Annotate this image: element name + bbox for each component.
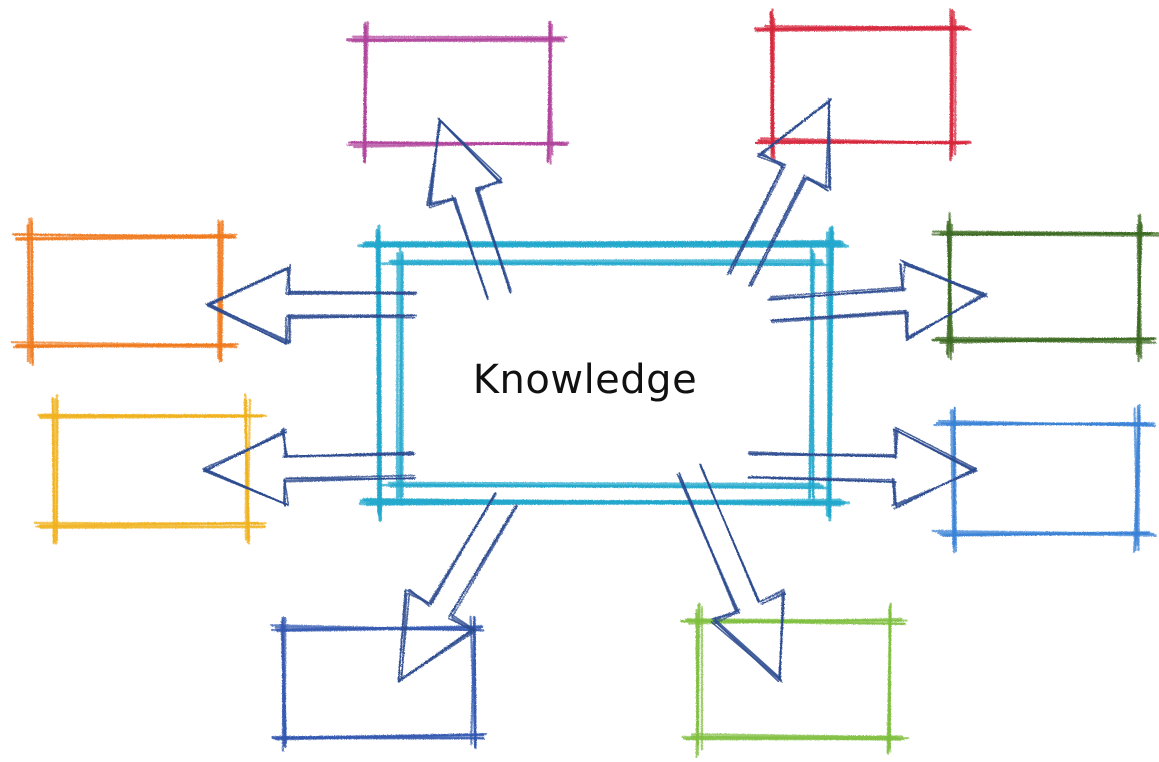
node-box-lower-left [35,394,266,543]
node-box-bottom-left [271,617,486,751]
center-label: Knowledge [420,357,750,403]
arrow-to-mid-left [206,265,416,344]
node-box-lower-right [933,405,1156,552]
arrow-to-lower-right [748,428,977,509]
arrow-to-bottom-left [398,493,517,682]
arrow-to-mid-right [768,260,987,340]
node-box-mid-left [12,219,238,365]
arrow-to-lower-left [203,428,415,506]
arrow-to-bottom-right [677,464,785,681]
node-box-top-left [347,22,568,164]
node-box-top-right [755,9,971,160]
arrow-to-top-right [727,99,831,286]
node-box-bottom-right [681,604,908,758]
